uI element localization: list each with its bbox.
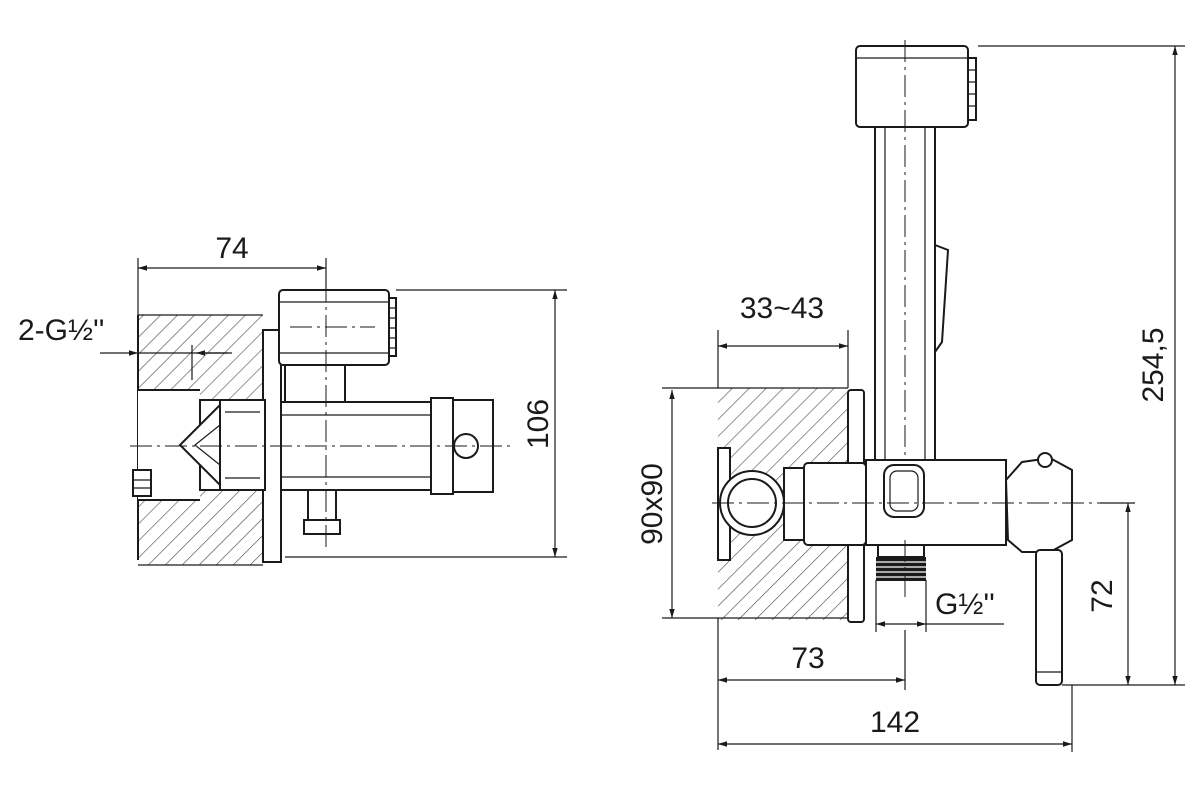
dim-33-43: 33~43 — [717, 292, 849, 388]
right-lever — [1004, 452, 1073, 686]
dim-thread-right-label: G½'' — [935, 588, 995, 621]
dim-thread-label: 2-G½'' — [18, 314, 104, 347]
dim-142: 142 — [718, 685, 1073, 752]
dim-254-5: 254,5 — [978, 45, 1185, 685]
right-holder-head — [855, 45, 977, 128]
dim-142-label: 142 — [870, 706, 920, 739]
dim-90x90: 90x90 — [636, 390, 675, 618]
dim-90x90-label: 90x90 — [636, 463, 669, 545]
left-view: 74 2-G½'' 106 — [18, 232, 567, 566]
dim-254-5-label: 254,5 — [1137, 327, 1170, 402]
left-outlet — [303, 489, 341, 535]
dim-74: 74 — [137, 232, 327, 360]
left-wall-cavity — [132, 389, 221, 501]
dim-106: 106 — [285, 289, 567, 558]
dim-73: 73 — [717, 618, 906, 750]
right-view: 33~43 90x90 G½'' 73 142 7 — [636, 40, 1185, 752]
dim-thread-left: 2-G½'' — [18, 314, 232, 380]
dim-thread-right: G½'' — [875, 580, 1004, 632]
left-holder — [278, 289, 397, 403]
dim-73-label: 73 — [791, 642, 824, 675]
dim-74-label: 74 — [215, 232, 248, 265]
dim-106-label: 106 — [522, 399, 555, 449]
right-outlet-thread — [876, 544, 926, 581]
right-tube — [874, 126, 950, 461]
dim-33-43-label: 33~43 — [740, 292, 824, 325]
dim-72-label: 72 — [1086, 579, 1119, 612]
dim-72: 72 — [1062, 502, 1185, 686]
